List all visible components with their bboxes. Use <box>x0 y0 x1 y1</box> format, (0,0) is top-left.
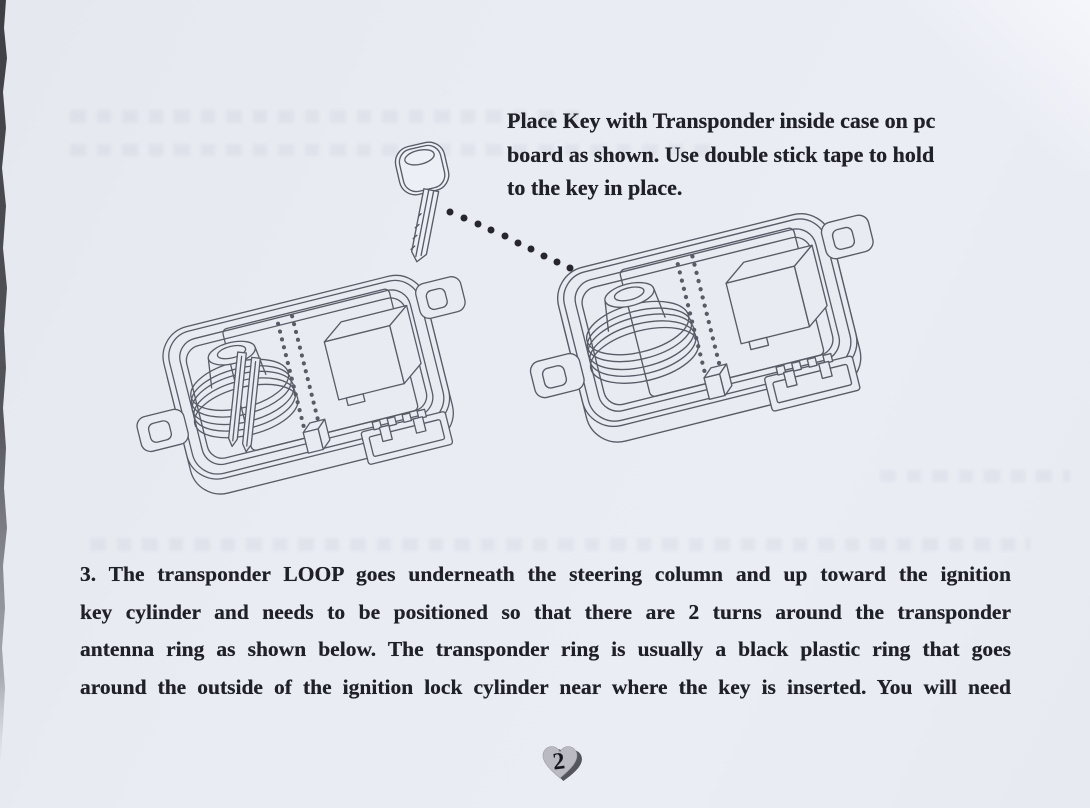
caption-line: Place Key with Transponder inside case o… <box>507 108 936 133</box>
body-paragraph: 3. The transponder LOOP goes underneath … <box>80 556 1011 706</box>
page-number-marker: 2 <box>536 739 584 787</box>
bleed-through-ghost <box>70 110 590 123</box>
car-key-drawing <box>394 141 450 263</box>
page-number: 2 <box>551 748 566 775</box>
paragraph-line: key cylinder and needs to be positioned … <box>80 599 1011 624</box>
transponder-case-diagram-left <box>148 254 466 506</box>
bleed-through-ghost <box>880 470 1070 482</box>
instruction-caption: Place Key with Transponder inside case o… <box>507 104 977 205</box>
caption-line: to the key in place. <box>507 175 683 200</box>
bleed-through-ghost <box>70 144 710 156</box>
key-guide-posts <box>227 351 261 453</box>
torn-paper-edge <box>0 0 7 770</box>
bleed-through-ghost <box>90 538 1030 551</box>
transponder-case-diagram-right <box>542 192 874 454</box>
paragraph-line: around the outside of the ignition lock … <box>80 674 1011 699</box>
paragraph-line: 3. The transponder LOOP goes underneath … <box>80 562 1011 586</box>
paragraph-line: antenna ring as shown below. The transpo… <box>80 637 1011 662</box>
caption-line: board as shown. Use double stick tape to… <box>507 141 935 167</box>
heart-icon: 2 <box>542 746 582 781</box>
